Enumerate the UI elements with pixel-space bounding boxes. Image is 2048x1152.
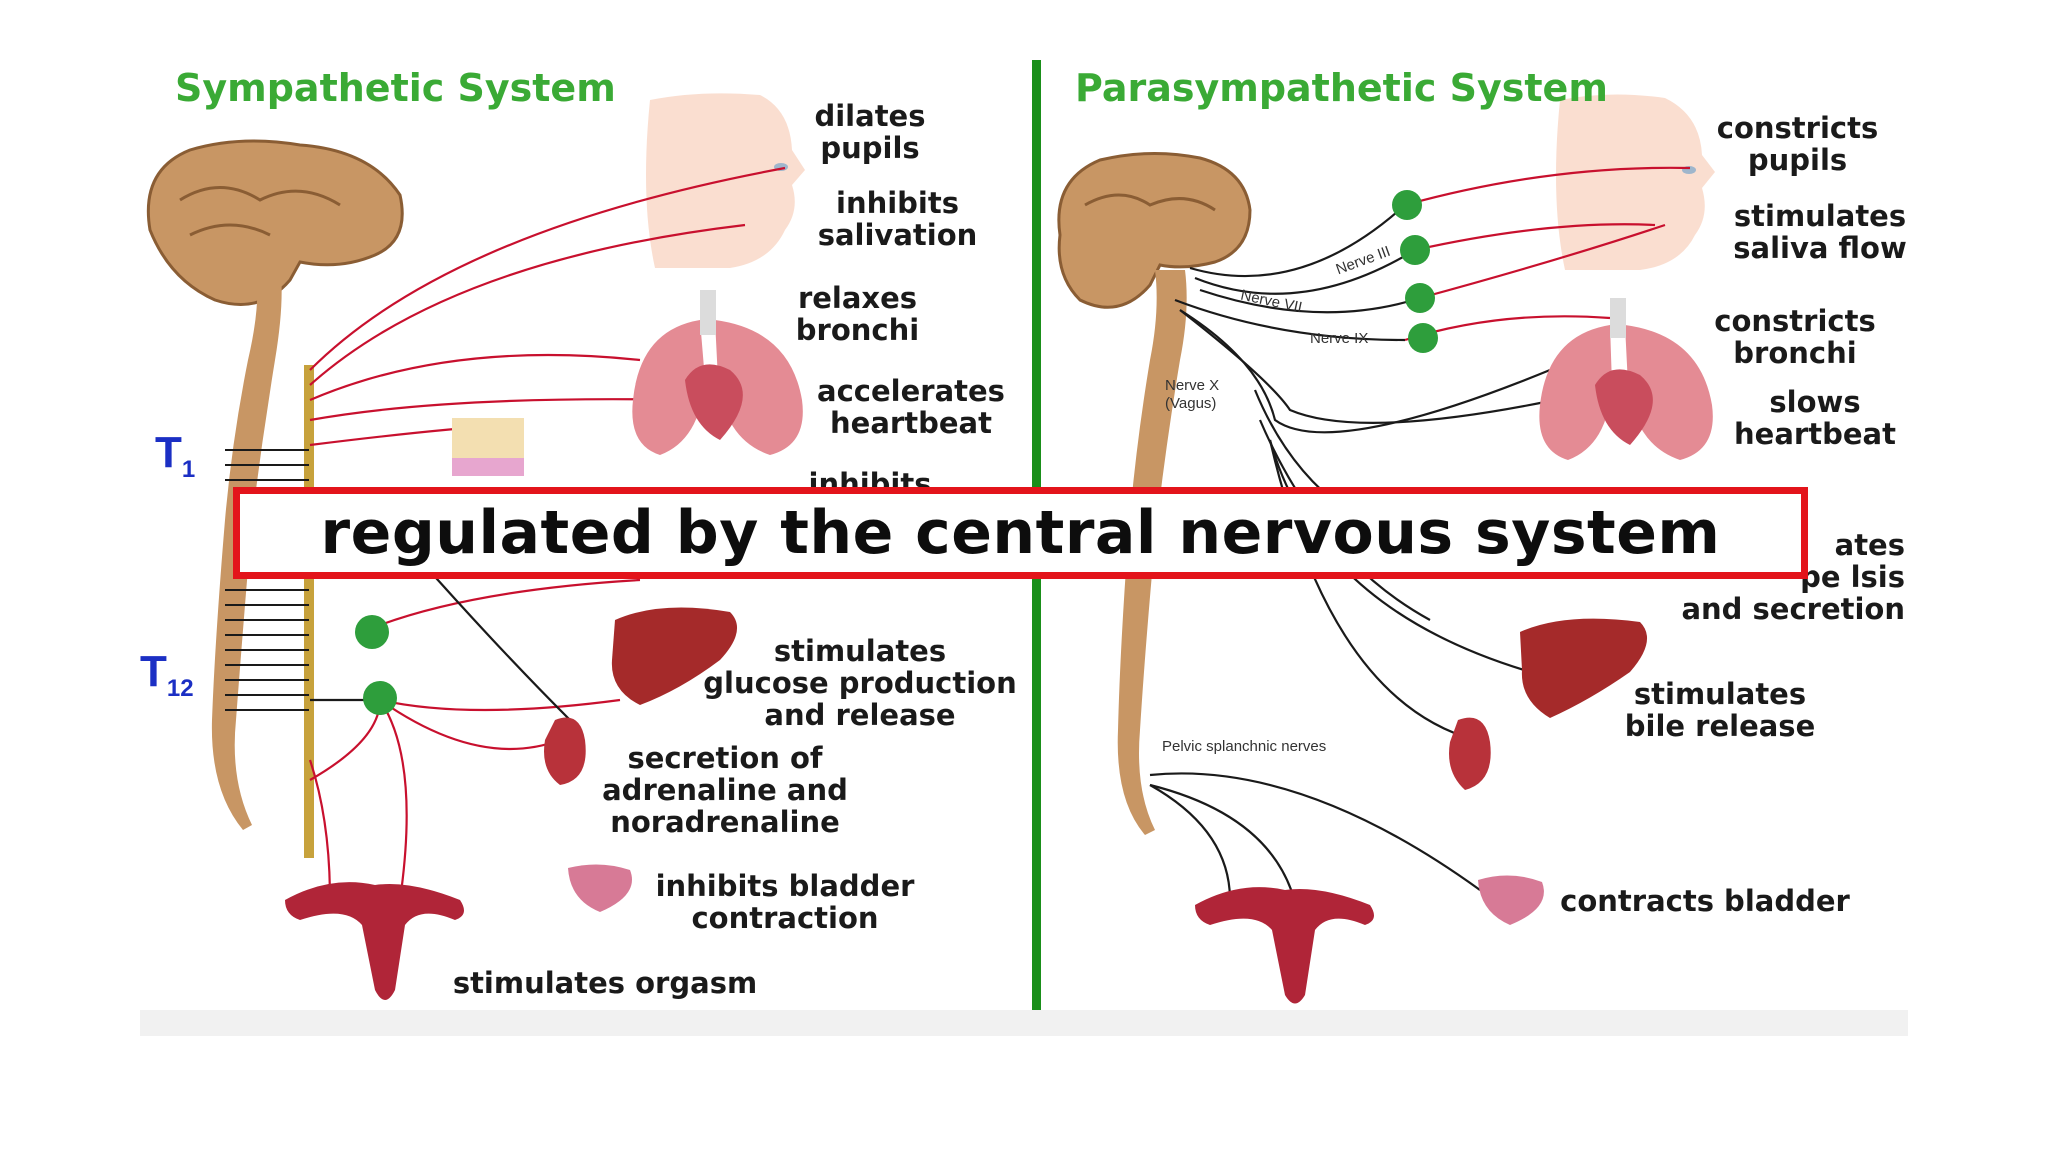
lungs-right	[1539, 325, 1713, 460]
label-adrenaline-secretion: secretion of adrenaline and noradrenalin…	[602, 741, 848, 839]
liver-left	[611, 607, 738, 705]
sympathetic-illustration	[146, 93, 805, 1000]
bladder-right	[1478, 875, 1544, 925]
ganglion-celiac	[355, 615, 389, 649]
ganglion-pterygopalatine	[1400, 235, 1430, 265]
lungs-left	[632, 320, 803, 455]
label-saliva-flow: stimulates saliva flow	[1733, 199, 1907, 265]
heart-right	[1595, 369, 1653, 445]
uterus-right	[1195, 887, 1374, 1004]
ganglion-mesenteric	[363, 681, 397, 715]
t1-letter: T	[155, 428, 182, 477]
label-accelerates-heartbeat: accelerates heartbeat	[817, 374, 1005, 440]
figure-bottom-band	[140, 1010, 1908, 1036]
label-stimulates-orgasm: stimulates orgasm	[452, 966, 758, 1000]
bladder-left	[568, 864, 632, 912]
parasympathetic-title: Parasympathetic System	[1075, 66, 1608, 110]
brain-left	[146, 139, 404, 306]
label-contracts-bladder: contracts bladder	[1560, 884, 1850, 918]
label-slows-heartbeat: slows heartbeat	[1734, 385, 1896, 451]
t1-subscript: 1	[181, 455, 196, 483]
label-glucose-production: stimulates glucose production and releas…	[703, 634, 1017, 732]
uterus-left	[285, 882, 464, 1000]
heart-left	[685, 364, 743, 440]
label-dilates-pupils: dilates pupils	[814, 99, 926, 165]
parasympathetic-illustration	[1057, 94, 1715, 1004]
label-bile-release: stimulates bile release	[1624, 677, 1816, 743]
ganglion-otic	[1408, 323, 1438, 353]
label-constricts-pupils: constricts pupils	[1716, 111, 1879, 177]
face-right	[1556, 94, 1715, 270]
caption-box: regulated by the central nervous system	[233, 487, 1808, 579]
t12-subscript: 12	[166, 674, 194, 702]
brain-right	[1057, 151, 1252, 309]
ganglion-submandibular	[1405, 283, 1435, 313]
t12-letter: T	[140, 647, 167, 696]
t1-marker: T1	[155, 428, 195, 484]
vagus-nerve-label: Nerve X (Vagus)	[1165, 377, 1220, 412]
label-relaxes-bronchi: relaxes bronchi	[795, 281, 920, 347]
label-constricts-bronchi: constricts bronchi	[1714, 304, 1876, 370]
ganglion-ciliary	[1392, 190, 1422, 220]
t12-marker: T12	[140, 647, 194, 703]
pelvic-nerves-label: Pelvic splanchnic nerves	[1162, 738, 1327, 755]
caption-text: regulated by the central nervous system	[320, 498, 1721, 568]
liver-right	[1520, 618, 1648, 718]
kidney-right	[1449, 717, 1491, 790]
nerve-ix-label: Nerve IX	[1310, 330, 1369, 347]
kidney-left	[544, 717, 586, 785]
label-inhibits-bladder: inhibits bladder contraction	[655, 869, 915, 935]
sympathetic-title: Sympathetic System	[175, 66, 616, 110]
label-inhibits-salivation: inhibits salivation	[817, 186, 978, 252]
